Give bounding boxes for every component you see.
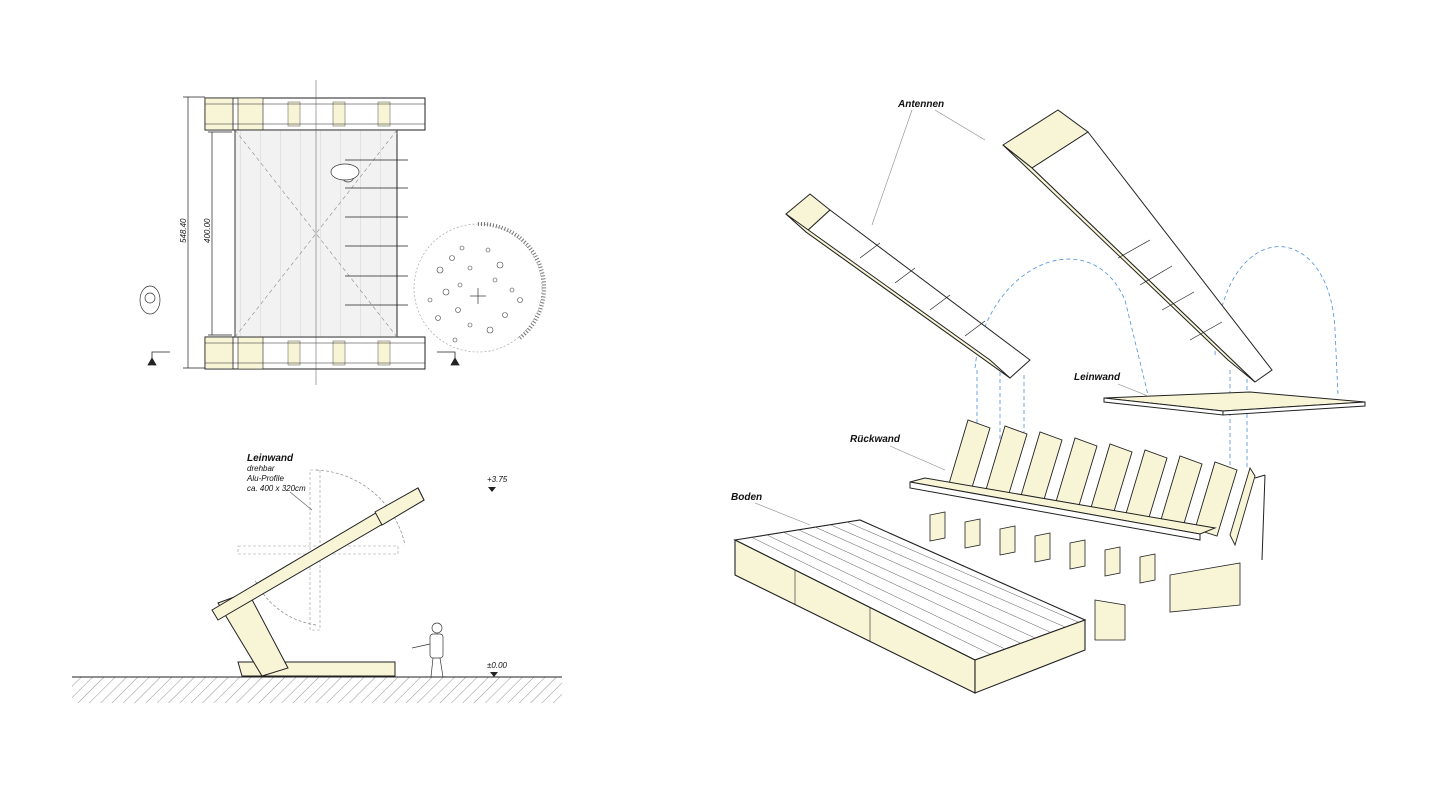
person-icon-elevation bbox=[411, 622, 444, 678]
ground-hatch bbox=[72, 677, 562, 703]
label-antennen: Antennen bbox=[871, 99, 986, 226]
level-top-label: +3.75 bbox=[487, 475, 508, 484]
section-markers bbox=[147, 351, 460, 366]
dim-outer-label: 548.40 bbox=[179, 218, 188, 243]
level-marker-top: +3.75 bbox=[487, 475, 508, 492]
label-boden: Boden bbox=[731, 492, 811, 526]
plan-bottom-beam bbox=[204, 336, 426, 370]
label-rueckwand-text: Rückwand bbox=[850, 434, 901, 445]
label-antennen-text: Antennen bbox=[897, 99, 944, 110]
dimension-lines bbox=[183, 96, 232, 369]
floor-joists bbox=[929, 511, 1241, 641]
section-view: +3.75 ±0.00 Leinwand drehbar Alu-Profile… bbox=[72, 453, 562, 703]
floor-platform bbox=[733, 519, 1087, 694]
guide-arcs bbox=[974, 246, 1339, 470]
level-marker-ground: ±0.00 bbox=[487, 661, 508, 677]
axonometric-view: Antennen Leinwand Rückwand Boden bbox=[731, 99, 1366, 694]
screen-panel bbox=[1103, 391, 1366, 416]
label-boden-text: Boden bbox=[731, 492, 762, 503]
backwall-fins bbox=[947, 419, 1256, 547]
label-rueckwand: Rückwand bbox=[850, 434, 946, 471]
dim-inner-label: 400.00 bbox=[203, 218, 212, 243]
tree-icon bbox=[413, 221, 547, 353]
level-ground-label: ±0.00 bbox=[487, 661, 508, 670]
plan-view: 548.40 400.00 bbox=[139, 80, 547, 385]
section-screen-title: Leinwand bbox=[247, 453, 294, 464]
section-screen-line-2: Alu-Profile bbox=[246, 474, 284, 483]
label-leinwand-text: Leinwand bbox=[1074, 372, 1121, 383]
plan-top-beam bbox=[204, 97, 426, 131]
section-screen-line-3: ca. 400 x 320cm bbox=[247, 484, 306, 493]
backwall-rail bbox=[909, 474, 1266, 561]
antenna-left bbox=[785, 193, 1031, 379]
label-leinwand: Leinwand bbox=[1074, 372, 1149, 397]
plan-ladder bbox=[345, 135, 408, 335]
section-screen-annotation: Leinwand drehbar Alu-Profile ca. 400 x 3… bbox=[246, 453, 313, 511]
antenna-right bbox=[1002, 109, 1273, 383]
person-icon-plan bbox=[330, 163, 360, 183]
plan-screen-area bbox=[234, 80, 398, 385]
section-screen-line-1: drehbar bbox=[247, 464, 275, 473]
person-icon-left bbox=[139, 285, 161, 315]
